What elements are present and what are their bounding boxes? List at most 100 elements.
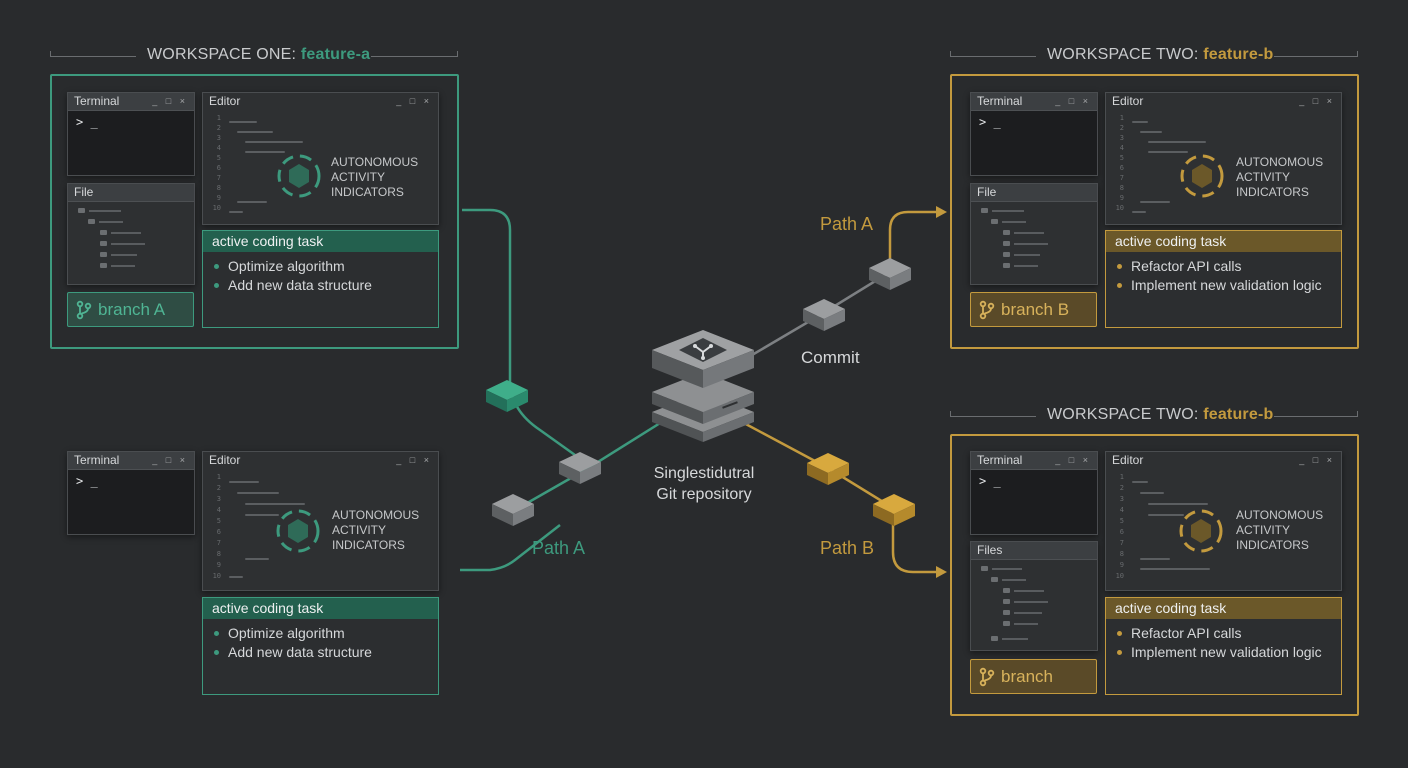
branch-a-button[interactable]: branch A [67,292,194,327]
branch-button[interactable]: branch [970,659,1097,694]
activity-indicator-label: AUTONOMOUS ACTIVITY INDICATORS [1236,508,1324,552]
editor-window[interactable]: Editor_ □ × 1 2 3 4 5 6 7 8 9 10 AUTONOM… [202,92,439,225]
editor-titlebar: Editor_ □ × [1106,452,1341,469]
workspace-two-header: WORKSPACE TWO: feature-b [950,46,1358,68]
task-list: Optimize algorithm Add new data structur… [203,624,438,662]
workspace-two-lower-title: WORKSPACE TWO: feature-b [1047,406,1274,423]
window-controls[interactable]: _ □ × [152,455,188,465]
window-controls[interactable]: _ □ × [1299,455,1335,465]
workspace-two-lower-branch-name: feature-b [1203,406,1274,423]
window-controls[interactable]: _ □ × [1055,455,1091,465]
terminal-titlebar[interactable]: Terminal_ □ × [68,452,194,470]
terminal-prompt[interactable]: > _ [979,115,1001,129]
green-connector-top [462,208,576,457]
commit-node-grey [803,299,845,331]
editor-window[interactable]: Editor_ □ × 1 2 3 4 5 6 7 8 9 10 AUTONOM… [1105,92,1342,225]
active-task-panel: active coding task Optimize algorithm Ad… [202,597,439,695]
path-a-lower-label: Path A [532,538,586,558]
branch-label: branch [1001,666,1053,686]
terminal-titlebar[interactable]: Terminal_ □ × [971,93,1097,111]
terminal-prompt[interactable]: > _ [76,115,98,129]
file-explorer-window[interactable]: Files [970,541,1098,651]
terminal-window[interactable]: Terminal_ □ × > _ [970,451,1098,535]
branch-a-label: branch A [98,299,166,319]
task-list: Refactor API calls Implement new validat… [1106,624,1341,662]
task-panel-title: active coding task [203,598,438,619]
branch-b-button[interactable]: branch B [970,292,1097,327]
line-numbers: 1 2 3 4 5 6 7 8 9 10 [1115,473,1124,580]
amber-arrow-top [936,206,947,218]
task-panel-title: active coding task [203,231,438,252]
task-item: Implement new validation logic [1115,276,1341,295]
terminal-titlebar[interactable]: Terminal_ □ × [68,93,194,111]
terminal-prompt[interactable]: > _ [979,474,1001,488]
task-list: Refactor API calls Implement new validat… [1106,257,1341,295]
git-branch-icon [76,300,92,319]
task-panel-title: active coding task [1106,598,1341,619]
editor-window[interactable]: Editor_ □ × 1 2 3 4 5 6 7 8 9 10 AUTONOM… [202,451,439,591]
commit-node-grey [559,452,601,484]
terminal-window[interactable]: Terminal_ □ × > _ [970,92,1098,176]
workspace-one-title: WORKSPACE ONE: feature-a [147,46,371,63]
file-explorer-titlebar: File [971,184,1097,202]
editor-titlebar: Editor_ □ × [203,452,438,469]
editor-titlebar: Editor_ □ × [203,93,438,110]
workspace-one-header: WORKSPACE ONE: feature-a [50,46,458,68]
git-branch-icon [979,300,995,319]
activity-spinner-icon [1179,509,1223,553]
activity-spinner-icon [276,509,320,553]
active-task-panel: active coding task Refactor API calls Im… [1105,230,1342,328]
window-controls[interactable]: _ □ × [396,455,432,465]
commit-node-green [486,380,528,412]
commit-label: Commit [801,348,860,367]
file-explorer-titlebar: Files [971,542,1097,560]
task-list: Optimize algorithm Add new data structur… [203,257,438,295]
file-explorer-window[interactable]: File [67,183,195,285]
git-branch-icon [979,667,995,686]
amber-connector-top [888,210,940,262]
task-item: Implement new validation logic [1115,643,1341,662]
terminal-window[interactable]: Terminal_ □ × > _ [67,451,195,535]
line-numbers: 1 2 3 4 5 6 7 8 9 10 [212,473,221,580]
task-item: Optimize algorithm [212,624,438,643]
branch-b-label: branch B [1001,299,1070,319]
window-controls[interactable]: _ □ × [1299,96,1335,106]
workspace-two-lower-header: WORKSPACE TWO: feature-b [950,406,1358,428]
active-task-panel: active coding task Optimize algorithm Ad… [202,230,439,328]
task-item: Add new data structure [212,643,438,662]
git-repository-icon [652,330,754,442]
activity-indicator-label: AUTONOMOUS ACTIVITY INDICATORS [1236,155,1324,199]
git-logo-icon [679,338,727,362]
task-panel-title: active coding task [1106,231,1341,252]
workspace-two-branch-name: feature-b [1203,46,1274,63]
amber-arrow-bottom [936,566,947,578]
editor-titlebar: Editor_ □ × [1106,93,1341,110]
commit-node-amber [807,453,849,485]
terminal-prompt[interactable]: > _ [76,474,98,488]
workspace-two-frame [950,74,1359,349]
window-controls[interactable]: _ □ × [396,96,432,106]
active-task-panel: active coding task Refactor API calls Im… [1105,597,1342,695]
task-item: Refactor API calls [1115,624,1341,643]
path-a-label: Path A [820,214,874,234]
commit-node-grey [492,494,534,526]
repository-label: Singlestidutral Git repository [653,465,755,503]
window-controls[interactable]: _ □ × [1055,96,1091,106]
line-numbers: 1 2 3 4 5 6 7 8 9 10 [212,114,221,212]
commit-node-amber [873,494,915,526]
green-connector-bottom [460,524,561,572]
terminal-window[interactable]: Terminal_ □ × > _ [67,92,195,176]
terminal-titlebar[interactable]: Terminal_ □ × [971,452,1097,470]
workspace-two-title: WORKSPACE TWO: feature-b [1047,46,1274,63]
editor-window[interactable]: Editor_ □ × 1 2 3 4 5 6 7 8 9 10 AUTONOM… [1105,451,1342,591]
window-controls[interactable]: _ □ × [152,96,188,106]
activity-indicator-label: AUTONOMOUS ACTIVITY INDICATORS [332,508,420,552]
workspace-two-lower-frame [950,434,1359,716]
workspace-one-frame [50,74,459,349]
activity-indicator-label: AUTONOMOUS ACTIVITY INDICATORS [331,155,419,199]
workspace-one-branch-name: feature-a [300,46,371,63]
file-explorer-window[interactable]: File [970,183,1098,285]
task-item: Refactor API calls [1115,257,1341,276]
file-explorer-titlebar: File [68,184,194,202]
activity-spinner-icon [277,154,321,198]
